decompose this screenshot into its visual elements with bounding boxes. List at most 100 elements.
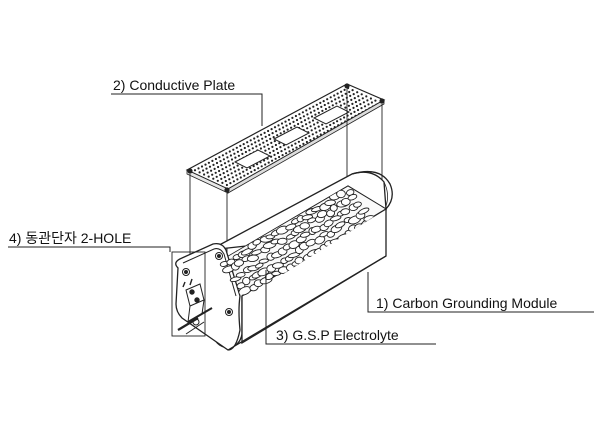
perforation-hole	[235, 174, 238, 177]
perforation-hole	[276, 151, 280, 155]
perforation-hole	[319, 133, 322, 136]
perforation-hole	[225, 152, 228, 155]
perforation-hole	[252, 165, 255, 168]
perforation-hole	[314, 127, 317, 130]
perforation-hole	[330, 127, 333, 130]
perforation-hole	[279, 132, 282, 135]
perforation-hole	[301, 125, 304, 128]
perforation-hole	[202, 169, 205, 172]
perforation-hole	[253, 137, 256, 140]
perforation-hole	[219, 173, 222, 176]
perforation-hole	[215, 175, 218, 178]
perforation-hole	[316, 107, 319, 110]
perforation-hole	[324, 107, 327, 111]
perforation-hole	[250, 170, 253, 173]
perforation-hole	[321, 109, 324, 112]
perforation-hole	[237, 154, 240, 157]
perforation-hole	[241, 166, 244, 169]
perforation-hole	[335, 102, 338, 105]
perforation-hole	[260, 133, 263, 136]
perforation-hole	[308, 107, 311, 110]
perforation-hole	[279, 146, 282, 149]
perforation-hole	[276, 134, 279, 137]
perforation-hole	[275, 147, 278, 151]
perforation-hole	[270, 141, 273, 144]
perforation-hole	[311, 119, 315, 122]
perforation-hole	[292, 120, 295, 123]
perforation-hole	[226, 170, 229, 173]
perforation-hole	[193, 169, 197, 172]
perforation-hole	[360, 107, 363, 110]
perforation-hole	[331, 104, 334, 107]
electrolyte-granule	[353, 201, 362, 208]
perforation-hole	[225, 183, 228, 187]
perforation-hole	[305, 123, 308, 126]
perforation-hole	[370, 101, 373, 104]
perforation-hole	[333, 94, 336, 97]
conductive-plate	[185, 83, 386, 194]
perforation-hole	[357, 95, 360, 98]
perforation-hole	[284, 120, 287, 123]
perforation-hole	[218, 156, 221, 159]
perforation-hole	[229, 182, 232, 185]
perforation-hole	[268, 133, 271, 137]
perforation-hole	[309, 125, 312, 128]
electrolyte-granule	[229, 276, 242, 283]
electrolyte-granule	[340, 197, 351, 206]
perforation-hole	[203, 173, 206, 176]
electrolyte-granule	[255, 262, 264, 269]
end-cap-fittings	[182, 252, 233, 326]
perforation-hole	[288, 150, 291, 153]
electrolyte-granule	[358, 207, 370, 215]
perforation-hole	[320, 105, 323, 108]
perforation-hole	[250, 143, 253, 146]
perforation-hole	[307, 117, 310, 120]
perforation-hole	[231, 176, 234, 179]
perforation-hole	[355, 104, 358, 108]
perforation-hole	[283, 148, 287, 151]
perforation-hole	[323, 131, 326, 134]
perforation-hole	[302, 115, 305, 118]
plate-slot	[233, 149, 272, 169]
perforation-hole	[308, 121, 311, 124]
electrolyte-granule	[271, 262, 284, 269]
perforation-hole	[268, 151, 272, 154]
perforation-hole	[242, 143, 245, 146]
perforation-hole	[254, 141, 257, 144]
perforation-hole	[332, 122, 335, 125]
perforation-hole	[353, 110, 356, 113]
perforation-hole	[311, 133, 314, 136]
perforation-hole	[343, 88, 346, 91]
perforation-hole	[344, 106, 347, 109]
perforation-hole	[228, 164, 231, 167]
perforation-hole	[205, 167, 208, 170]
perforation-hole	[278, 128, 281, 131]
perforation-hole	[301, 111, 304, 114]
perforation-hole	[255, 145, 258, 148]
perforation-hole	[211, 159, 214, 162]
perforation-hole	[271, 145, 274, 148]
perforation-hole	[267, 147, 270, 150]
perforation-hole	[314, 113, 317, 116]
perforation-hole	[263, 159, 266, 162]
electrolyte-granule	[258, 258, 269, 264]
perforation-hole	[285, 124, 288, 127]
perforation-hole	[253, 169, 256, 172]
perforation-hole	[210, 169, 213, 172]
perforation-hole	[365, 95, 368, 98]
perforation-hole	[281, 154, 284, 157]
label-conductive-plate: 2) Conductive Plate	[113, 77, 236, 93]
perforation-hole	[232, 180, 235, 183]
perforation-hole	[288, 122, 292, 125]
perforation-hole	[319, 101, 322, 104]
perforation-hole	[310, 129, 313, 132]
perforation-hole	[244, 150, 247, 154]
electrolyte-granule	[276, 237, 288, 245]
perforation-hole	[271, 132, 274, 135]
perforation-hole	[286, 128, 289, 131]
perforation-hole	[337, 124, 340, 127]
perforation-hole	[224, 179, 227, 183]
perforation-hole	[243, 174, 246, 177]
electrolyte-granule	[299, 222, 310, 230]
perforation-hole	[343, 102, 346, 105]
